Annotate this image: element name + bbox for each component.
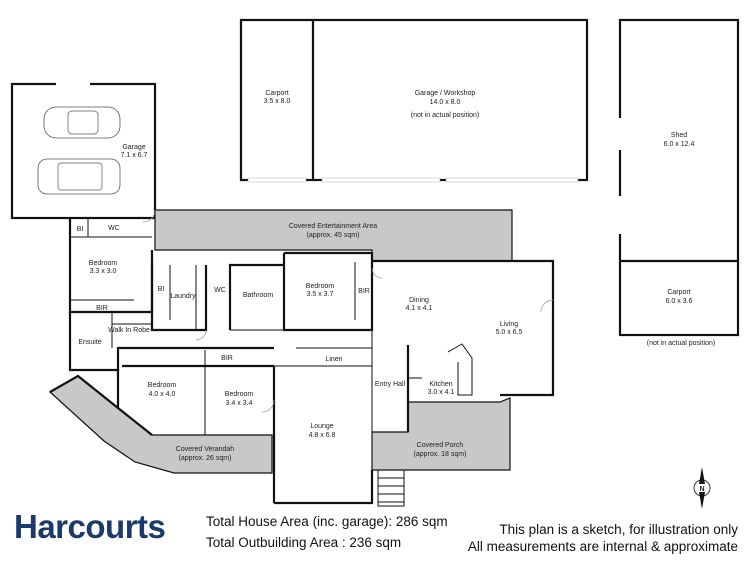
bi-laundry: BI (158, 286, 165, 293)
bathroom: Bathroom (243, 292, 274, 299)
entertainment-name: Covered Entertainment Area (289, 223, 377, 230)
brand-name: Harcourts (14, 508, 166, 545)
workshop-dims: 14.0 x 8.0 (430, 99, 461, 106)
car-icon (37, 158, 121, 195)
garage-left-name: Garage (122, 144, 145, 151)
walk-in-robe: Walk In Robe (108, 327, 150, 334)
carport-top-dims: 3.5 x 8.0 (264, 98, 291, 105)
workshop-name: Garage / Workshop (415, 90, 476, 97)
bedroom-d-dims: 3.4 x 3.4 (226, 400, 253, 407)
bedroom-b-name: Bedroom (306, 283, 335, 290)
dining-dims: 4.1 x 4.1 (406, 305, 433, 312)
compass-label: N (699, 486, 704, 493)
wc-mid: WC (214, 287, 226, 294)
ensuite: Ensuite (78, 339, 101, 346)
car-icon (43, 106, 121, 139)
living-name: Living (500, 321, 518, 328)
carport-right-name: Carport (667, 289, 690, 296)
shed-building: Shed 6.0 x 12.4 Carport 6.0 x 3.6 (not i… (618, 18, 740, 347)
bir-b: BIR (358, 288, 370, 295)
lounge-dims: 4.8 x 6.8 (309, 432, 336, 439)
workshop-building: Carport 3.5 x 8.0 Garage / Workshop 14.0… (239, 18, 589, 183)
verandah-area-text: (approx. 26 sqm) (179, 455, 232, 462)
shed-dims: 6.0 x 12.4 (664, 141, 695, 148)
entertainment-area-text: (approx. 45 sqm) (307, 232, 360, 239)
garage-left: Garage 7.1 x 6.7 (10, 82, 157, 220)
bedroom-c-name: Bedroom (148, 382, 177, 389)
lounge-name: Lounge (310, 423, 333, 430)
porch-name: Covered Porch (417, 442, 464, 449)
bedroom-a-dims: 3.3 x 3.0 (90, 268, 117, 275)
workshop-note: (not in actual position) (411, 112, 479, 119)
disclaimer-measurements: All measurements are internal & approxim… (467, 539, 738, 554)
bir-a: BIR (96, 305, 108, 312)
bedroom-a-name: Bedroom (89, 260, 118, 267)
outbuilding-note: (not in actual position) (647, 340, 715, 347)
carport-top-name: Carport (265, 90, 288, 97)
bi-top: BI (77, 226, 84, 233)
porch-area-text: (approx. 18 sqm) (414, 451, 467, 458)
laundry: Laundry (170, 293, 196, 300)
disclaimer-sketch: This plan is a sketch, for illustration … (499, 522, 738, 537)
total-house-area: Total House Area (inc. garage): 286 sqm (206, 514, 448, 529)
bir-c: BIR (221, 355, 233, 362)
carport-right-dims: 6.0 x 3.6 (666, 298, 693, 305)
kitchen-dims: 3.0 x 4.1 (428, 389, 455, 396)
total-outbuilding-area: Total Outbuilding Area : 236 sqm (206, 535, 402, 550)
harcourts-logo: Harcourts (14, 508, 166, 546)
entry-stairs (377, 469, 405, 507)
compass-icon: N (693, 467, 711, 509)
porch-area (371, 397, 511, 471)
kitchen-name: Kitchen (429, 381, 452, 388)
shed-name: Shed (671, 132, 687, 139)
dining-name: Dining (409, 297, 429, 304)
wc-top: WC (108, 225, 120, 232)
verandah-name: Covered Verandah (176, 446, 234, 453)
house-walls (49, 218, 555, 505)
bedroom-c-dims: 4.0 x 4.0 (149, 391, 176, 398)
living-dims: 5.0 x 6.5 (496, 329, 523, 336)
entry-hall: Entry Hall (375, 381, 406, 388)
linen: Linen (325, 356, 342, 363)
door-swings (142, 209, 554, 413)
bedroom-d-name: Bedroom (225, 391, 254, 398)
garage-left-dims: 7.1 x 6.7 (121, 152, 148, 159)
bedroom-b-dims: 3.5 x 3.7 (307, 291, 334, 298)
